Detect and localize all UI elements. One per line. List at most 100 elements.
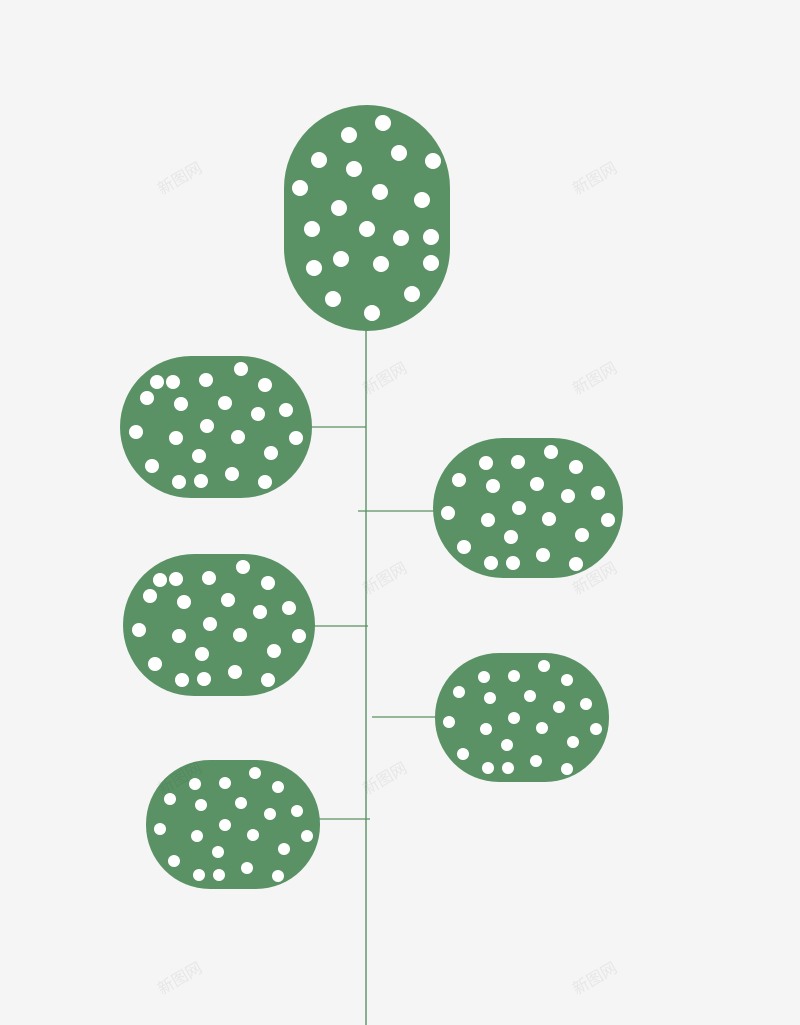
- leaf-right-2: [435, 653, 609, 782]
- leaf-dot: [193, 869, 205, 881]
- leaf-dot: [575, 528, 589, 542]
- leaf-dot: [341, 127, 357, 143]
- leaf-dot: [423, 229, 439, 245]
- leaf-dot: [289, 431, 303, 445]
- leaf-dot: [542, 512, 556, 526]
- leaf-dot: [235, 797, 247, 809]
- leaf-dot: [233, 628, 247, 642]
- leaf-dot: [553, 701, 565, 713]
- leaf-dot: [291, 805, 303, 817]
- leaf-dot: [538, 660, 550, 672]
- leaf-dot: [391, 145, 407, 161]
- leaf-dot: [480, 723, 492, 735]
- leaf-dot: [372, 184, 388, 200]
- leaf-dot: [484, 556, 498, 570]
- leaf-dot: [301, 830, 313, 842]
- leaf-dot: [272, 870, 284, 882]
- leaf-dot: [143, 589, 157, 603]
- leaf-dot: [261, 673, 275, 687]
- leaf-dot: [544, 445, 558, 459]
- leaf-dot: [331, 200, 347, 216]
- leaf-dot: [218, 396, 232, 410]
- leaf-dot: [511, 455, 525, 469]
- leaf-dot: [364, 305, 380, 321]
- leaf-dot: [249, 767, 261, 779]
- leaf-dot: [267, 644, 281, 658]
- leaf-dot: [202, 571, 216, 585]
- leaf-dot: [234, 362, 248, 376]
- leaf-left-3: [146, 760, 320, 889]
- leaf-dot: [241, 862, 253, 874]
- leaf-dot: [195, 647, 209, 661]
- leaf-dot: [590, 723, 602, 735]
- leaf-dot: [359, 221, 375, 237]
- leaf-dot: [278, 843, 290, 855]
- leaf-dot: [228, 665, 242, 679]
- leaf-dot: [199, 373, 213, 387]
- leaf-dot: [189, 778, 201, 790]
- leaf-dot: [219, 819, 231, 831]
- leaf-dot: [479, 456, 493, 470]
- leaf-dot: [530, 477, 544, 491]
- leaf-dot: [569, 557, 583, 571]
- leaf-dot: [129, 425, 143, 439]
- leaf-dot: [452, 473, 466, 487]
- leaf-dot: [484, 692, 496, 704]
- leaf-dot: [508, 712, 520, 724]
- leaf-dots: [129, 115, 615, 882]
- leaf-dot: [404, 286, 420, 302]
- leaf-dot: [169, 572, 183, 586]
- leaf-dot: [373, 256, 389, 272]
- leaf-dot: [191, 830, 203, 842]
- leaf-dot: [482, 762, 494, 774]
- leaf-dot: [212, 846, 224, 858]
- leaf-dot: [251, 407, 265, 421]
- leaf-dot: [213, 869, 225, 881]
- leaf-dot: [504, 530, 518, 544]
- leaf-dot: [264, 446, 278, 460]
- leaf-dot: [393, 230, 409, 246]
- leaf-dot: [148, 657, 162, 671]
- leaf-dot: [172, 475, 186, 489]
- leaf-dot: [175, 673, 189, 687]
- leaf-dot: [304, 221, 320, 237]
- leaf-dot: [194, 474, 208, 488]
- leaf-dot: [172, 629, 186, 643]
- leaf-dot: [264, 808, 276, 820]
- leaf-dot: [192, 449, 206, 463]
- leaf-dot: [346, 161, 362, 177]
- leaf-dot: [561, 763, 573, 775]
- leaf-dot: [225, 467, 239, 481]
- leaf-dot: [524, 690, 536, 702]
- leaf-left-2: [123, 554, 315, 696]
- leaf-dot: [561, 674, 573, 686]
- leaf-dot: [258, 475, 272, 489]
- leaf-dot: [561, 489, 575, 503]
- leaf-dot: [502, 762, 514, 774]
- leaf-dot: [580, 698, 592, 710]
- leaf-dot: [200, 419, 214, 433]
- leaf-dot: [501, 739, 513, 751]
- leaf-dot: [177, 595, 191, 609]
- leaf-dot: [567, 736, 579, 748]
- leaf-dot: [306, 260, 322, 276]
- leaf-dot: [150, 375, 164, 389]
- leaf-top: [284, 105, 450, 331]
- leaf-dot: [153, 573, 167, 587]
- leaf-dot: [292, 180, 308, 196]
- leaf-dot: [457, 540, 471, 554]
- leaf-dot: [272, 781, 284, 793]
- leaf-dot: [530, 755, 542, 767]
- leaf-left-1: [120, 356, 312, 498]
- leaf-dot: [279, 403, 293, 417]
- leaf-dot: [478, 671, 490, 683]
- leaf-dot: [508, 670, 520, 682]
- leaf-dot: [145, 459, 159, 473]
- leaf-dot: [423, 255, 439, 271]
- leaf-dot: [486, 479, 500, 493]
- leaf-dot: [536, 722, 548, 734]
- leaf-dot: [164, 793, 176, 805]
- leaf-dot: [414, 192, 430, 208]
